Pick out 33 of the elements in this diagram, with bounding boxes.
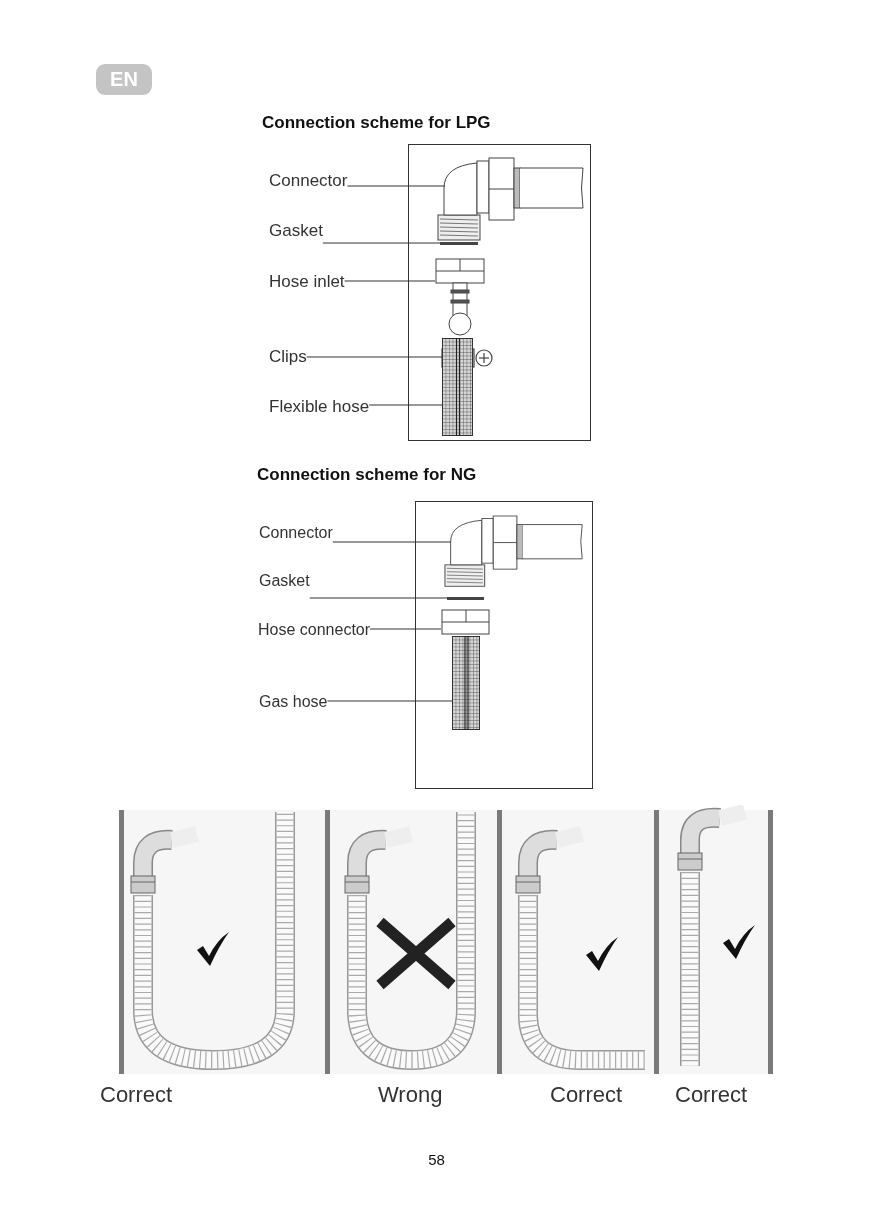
elbow-fitting-drawing: [444, 516, 586, 588]
elbow-fitting-drawing: [437, 158, 587, 242]
part-label: Clips: [269, 347, 307, 368]
leader-line: [346, 185, 446, 187]
leader-line: [369, 628, 442, 630]
language-badge: EN: [96, 64, 152, 95]
caption: Correct: [550, 1082, 623, 1108]
part-label: Hose inlet: [269, 272, 345, 293]
hose-inlet-drawing: [435, 258, 485, 336]
section-heading: Connection scheme for NG: [257, 465, 477, 485]
part-label: Flexible hose: [269, 397, 370, 418]
leader-line: [332, 541, 452, 543]
part-label: Gasket: [259, 571, 310, 591]
leader-line: [306, 356, 443, 358]
section-heading: Connection scheme for LPG: [262, 113, 491, 133]
part-label: Hose connector: [258, 620, 371, 640]
part-label: Connector: [269, 171, 348, 192]
part-label: Gas hose: [259, 692, 328, 712]
caption: Correct: [100, 1082, 173, 1108]
page-number: 58: [427, 1151, 446, 1168]
gasket-ring: [447, 597, 484, 600]
hose-nut-drawing: [441, 609, 490, 635]
braided-hose-drawing: [452, 636, 480, 730]
leader-line: [322, 242, 441, 244]
leader-line: [344, 280, 436, 282]
gasket-ring: [440, 242, 478, 245]
leader-line: [309, 597, 448, 599]
leader-line: [368, 404, 443, 406]
part-label: Connector: [259, 523, 333, 543]
caption: Correct: [675, 1082, 748, 1108]
part-label: Gasket: [269, 221, 323, 242]
caption: Wrong: [378, 1082, 443, 1108]
leader-line: [327, 700, 453, 702]
